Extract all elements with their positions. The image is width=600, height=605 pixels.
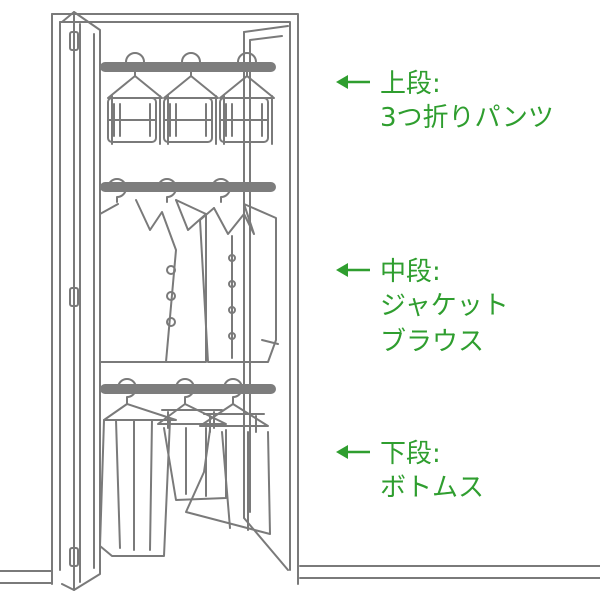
label-middle-item-2: ブラウス bbox=[380, 327, 484, 357]
left-arrow-icon bbox=[336, 263, 370, 277]
label-middle: 中段: ジャケット ブラウス bbox=[336, 257, 509, 357]
floor-line bbox=[0, 565, 600, 584]
jacket bbox=[99, 199, 207, 363]
folded-pants bbox=[219, 97, 269, 143]
left-arrow-icon bbox=[336, 75, 370, 89]
label-lower-item: ボトムス bbox=[380, 473, 484, 503]
blouse bbox=[199, 203, 279, 363]
label-lower: 下段: ボトムス bbox=[336, 439, 484, 503]
label-upper-item: 3つ折りパンツ bbox=[380, 103, 554, 133]
folded-pants bbox=[107, 97, 157, 143]
bottoms-trousers bbox=[99, 419, 171, 557]
folded-pants bbox=[163, 97, 213, 143]
middle-tier bbox=[99, 178, 279, 363]
label-middle-tier: 中段: bbox=[380, 257, 441, 287]
bottoms-pants bbox=[163, 427, 227, 501]
left-arrow-icon bbox=[336, 445, 370, 459]
label-upper: 上段: 3つ折りパンツ bbox=[336, 69, 554, 133]
bottoms-skirt bbox=[185, 429, 271, 535]
upper-rod bbox=[100, 62, 276, 72]
closet-frame bbox=[51, 13, 299, 585]
label-upper-tier: 上段: bbox=[380, 69, 441, 99]
middle-rod bbox=[100, 182, 276, 192]
label-middle-item-1: ジャケット bbox=[380, 291, 509, 321]
lower-rod bbox=[100, 384, 276, 394]
folding-door bbox=[61, 11, 101, 591]
label-lower-tier: 下段: bbox=[380, 439, 441, 469]
